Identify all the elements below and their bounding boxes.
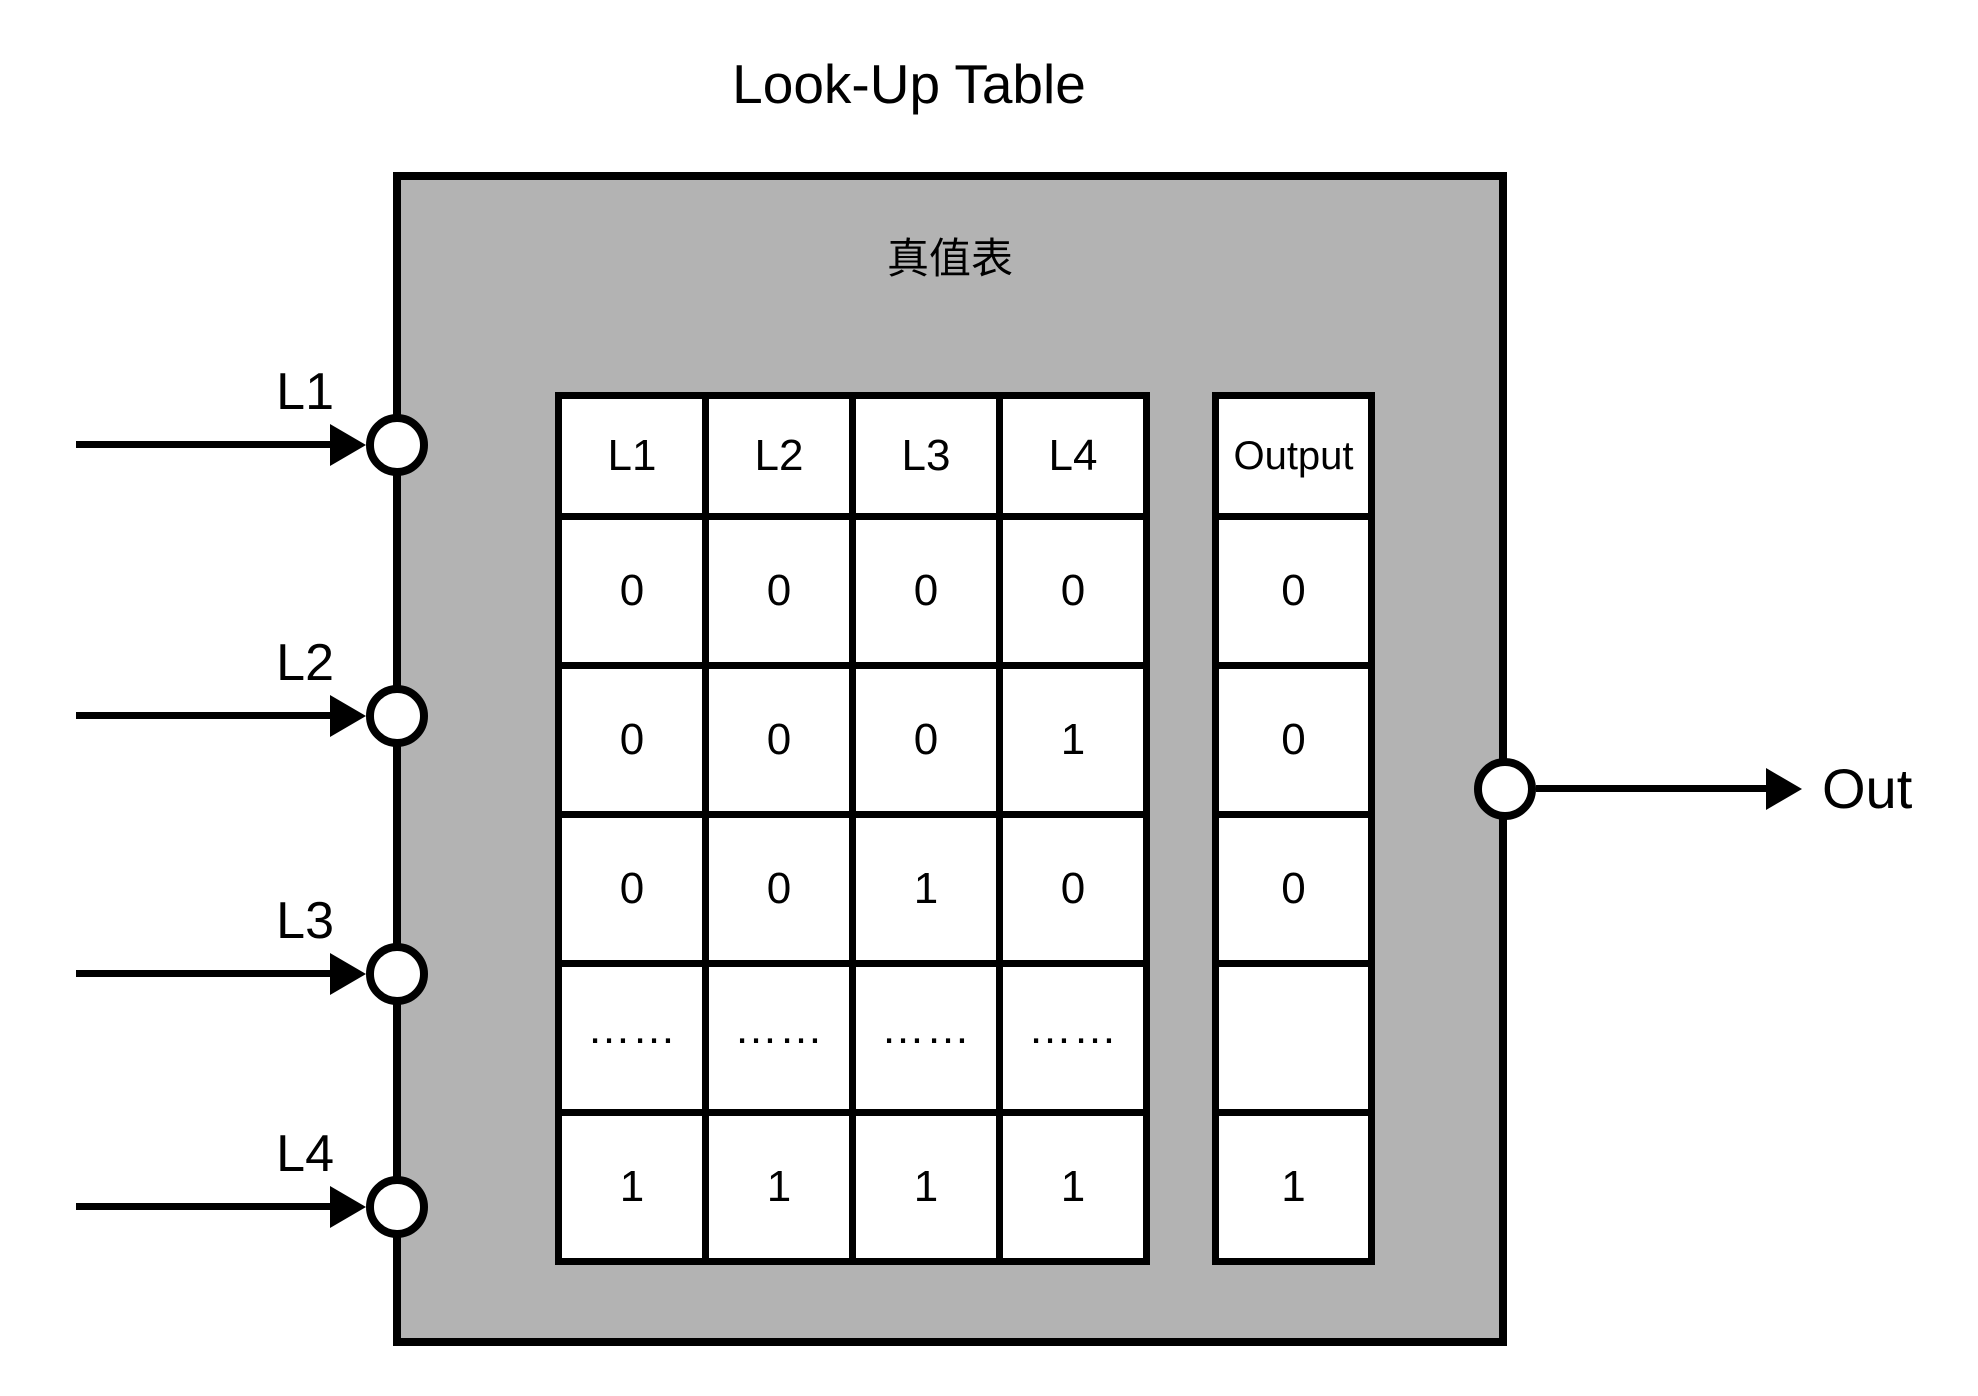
truth-table-cell: 1 (1003, 1116, 1143, 1258)
input-arrowhead-l2 (330, 695, 366, 737)
truth-table-cell: 0 (562, 818, 702, 960)
truth-table-cell: 1 (856, 818, 996, 960)
input-label-l3: L3 (276, 892, 334, 950)
input-arrowhead-l1 (330, 424, 366, 466)
input-arrowhead-l4 (330, 1186, 366, 1228)
truth-table-cell: 0 (709, 669, 849, 811)
input-label-l1: L1 (276, 363, 334, 421)
input-arrow-line-l3 (76, 970, 332, 977)
input-pin-l1 (366, 414, 428, 476)
truth-table: L1 L2 L3 L4 0 0 0 0 0 0 0 1 0 0 1 0 …… …… (555, 392, 1150, 1265)
truth-table-cell: 0 (562, 520, 702, 662)
output-column-cell (1219, 967, 1368, 1109)
output-column-cell: 0 (1219, 520, 1368, 662)
truth-table-cell: …… (562, 967, 702, 1109)
input-pin-l3 (366, 943, 428, 1005)
output-column-cell: 0 (1219, 669, 1368, 811)
truth-table-cell: 1 (856, 1116, 996, 1258)
output-arrowhead (1766, 768, 1802, 810)
output-arrow-line (1536, 785, 1768, 792)
truth-table-cell: 0 (856, 520, 996, 662)
truth-table-cell: …… (709, 967, 849, 1109)
input-label-l2: L2 (276, 634, 334, 692)
truth-table-cell: …… (1003, 967, 1143, 1109)
input-arrow-line-l1 (76, 441, 332, 448)
truth-table-header-cell: L1 (562, 399, 702, 513)
output-column: Output 0 0 0 1 (1212, 392, 1375, 1265)
input-label-l4: L4 (276, 1125, 334, 1183)
input-arrow-line-l2 (76, 712, 332, 719)
input-pin-l2 (366, 685, 428, 747)
truth-table-cell: 0 (562, 669, 702, 811)
truth-table-header-cell: L4 (1003, 399, 1143, 513)
truth-table-cell: 0 (1003, 818, 1143, 960)
input-arrow-line-l4 (76, 1203, 332, 1210)
output-label: Out (1822, 757, 1913, 820)
truth-table-cell: 1 (1003, 669, 1143, 811)
truth-table-header-cell: L3 (856, 399, 996, 513)
output-column-header-cell: Output (1219, 399, 1368, 513)
input-arrowhead-l3 (330, 953, 366, 995)
output-pin (1474, 758, 1536, 820)
truth-table-cell: 0 (1003, 520, 1143, 662)
truth-table-cell: 1 (709, 1116, 849, 1258)
output-column-cell: 0 (1219, 818, 1368, 960)
output-column-cell: 1 (1219, 1116, 1368, 1258)
input-pin-l4 (366, 1176, 428, 1238)
truth-table-cell: 0 (709, 520, 849, 662)
truth-table-cell: 0 (856, 669, 996, 811)
truth-table-cell: 0 (709, 818, 849, 960)
truth-table-label: 真值表 (886, 235, 1013, 282)
truth-table-cell: 1 (562, 1116, 702, 1258)
truth-table-cell: …… (856, 967, 996, 1109)
diagram-title: Look-Up Table (732, 53, 1086, 115)
truth-table-header-cell: L2 (709, 399, 849, 513)
